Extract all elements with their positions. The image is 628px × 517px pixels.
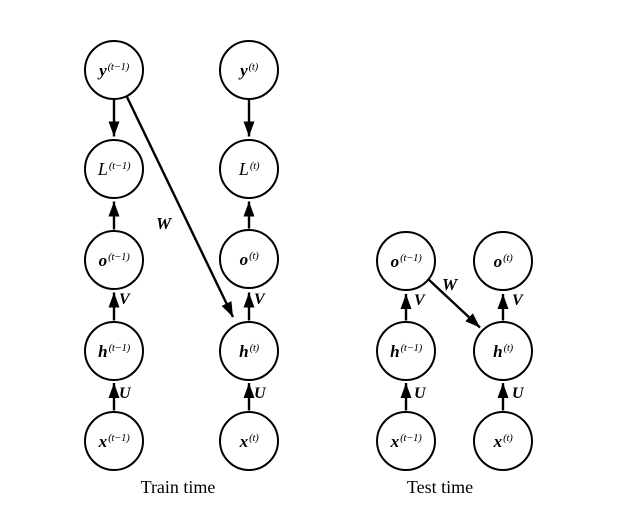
node-test-h-t: h(t) — [473, 321, 533, 381]
node-train-o-t: o(t) — [219, 229, 279, 289]
node-train-x-prev: x(t−1) — [84, 411, 144, 471]
test-caption: Test time — [406, 477, 474, 497]
weight-label-train-V-t: V — [254, 291, 265, 308]
weight-label-test-V-t: V — [512, 292, 523, 309]
node-test-o-t: o(t) — [473, 231, 533, 291]
node-label: x(t) — [239, 431, 259, 451]
node-label: o(t) — [493, 251, 513, 271]
weight-label-test-U-prev: U — [414, 385, 426, 402]
node-test-x-t: x(t) — [473, 411, 533, 471]
node-train-y-t: y(t) — [219, 40, 279, 100]
node-label: x(t) — [493, 431, 513, 451]
node-label: y(t−1) — [99, 60, 129, 80]
edge-test-W-o-prev-to-h-t — [426, 277, 481, 329]
node-test-x-prev: x(t−1) — [376, 411, 436, 471]
weight-label-train-V-prev: V — [119, 291, 130, 308]
weight-label-test-U-t: U — [512, 385, 524, 402]
node-label: y(t) — [240, 60, 258, 80]
node-train-o-prev: o(t−1) — [84, 230, 144, 290]
weight-label-test-V-prev: V — [414, 292, 425, 309]
node-train-x-t: x(t) — [219, 411, 279, 471]
weight-label-train-U-prev: U — [119, 385, 131, 402]
weight-label-test-W: W — [442, 275, 458, 294]
node-label: x(t−1) — [390, 431, 422, 451]
node-test-o-prev: o(t−1) — [376, 231, 436, 291]
node-label: x(t−1) — [98, 431, 130, 451]
node-label: L(t) — [238, 159, 260, 179]
weight-label-train-W: W — [156, 214, 172, 233]
node-label: L(t−1) — [97, 159, 131, 179]
node-label: h(t) — [239, 341, 259, 361]
node-label: o(t−1) — [390, 251, 422, 271]
node-train-h-prev: h(t−1) — [84, 321, 144, 381]
weight-label-train-U-t: U — [254, 385, 266, 402]
node-label: h(t−1) — [98, 341, 130, 361]
node-label: h(t−1) — [390, 341, 422, 361]
node-train-y-prev: y(t−1) — [84, 40, 144, 100]
node-train-h-t: h(t) — [219, 321, 279, 381]
node-train-L-t: L(t) — [219, 139, 279, 199]
node-train-L-prev: L(t−1) — [84, 139, 144, 199]
node-label: h(t) — [493, 341, 513, 361]
node-label: o(t) — [239, 249, 259, 269]
train-caption: Train time — [140, 477, 216, 497]
edge-train-W-y-prev-to-h-t — [125, 96, 235, 318]
node-test-h-prev: h(t−1) — [376, 321, 436, 381]
node-label: o(t−1) — [98, 250, 130, 270]
